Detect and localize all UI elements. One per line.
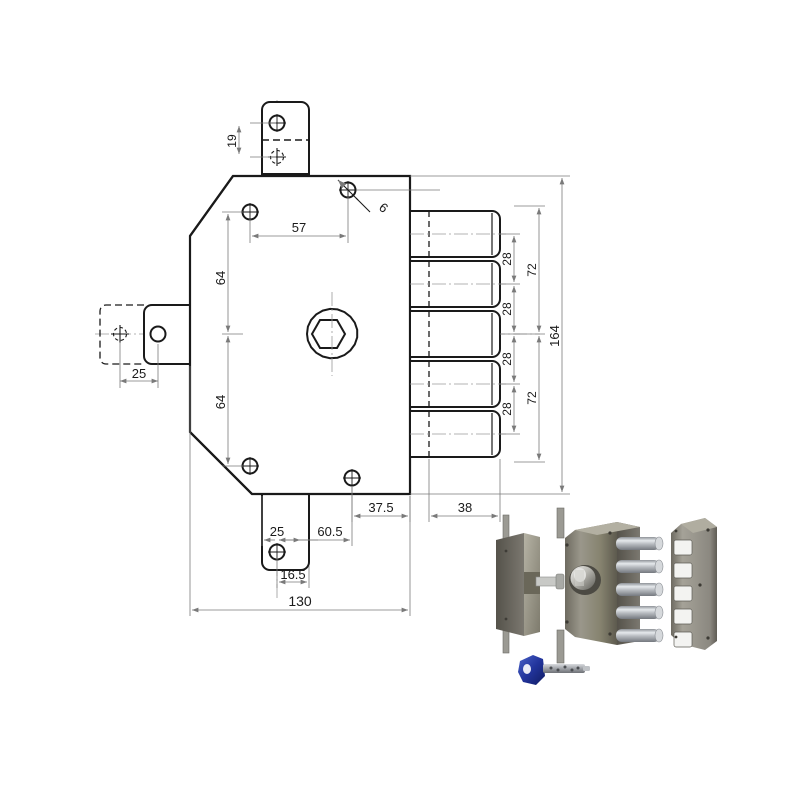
dim-bolt-pitches: 28 28 28 28: [500, 233, 520, 435]
left-plate-side: [496, 533, 524, 636]
strike-plate: [671, 518, 717, 650]
bottom-mounting-tab: [261, 493, 310, 571]
photo-bolt-2: [616, 559, 664, 574]
bolt-1: [409, 210, 506, 258]
key: [518, 655, 590, 685]
bolt-2: [409, 260, 506, 308]
dim-label-25-bottom: 25: [270, 524, 284, 539]
left-tab-fixing-hole: [149, 325, 167, 343]
dim-label-130: 130: [288, 593, 312, 609]
hex-cam-opening: [310, 319, 347, 349]
dim-label-37-5: 37.5: [368, 500, 393, 515]
dim-label-72-lower: 72: [525, 391, 539, 405]
bolt-4: [409, 360, 506, 408]
photo-bolt-1: [616, 536, 664, 551]
dim-bolt-groups: 72 72: [514, 205, 545, 463]
dim-64-lower: 64: [213, 336, 243, 467]
bolt-5: [409, 410, 506, 458]
dim-label-28-b: 28: [500, 302, 514, 316]
photo-bolt-3: [616, 582, 664, 597]
dim-label-72-upper: 72: [525, 263, 539, 277]
dim-16-5: 16.5: [276, 558, 310, 588]
strike-slots: [673, 539, 693, 648]
product-photo: [496, 507, 717, 685]
dim-label-19: 19: [225, 134, 239, 148]
left-tab-centermark: [111, 325, 129, 343]
body-tab-top: [556, 507, 565, 539]
photo-bolt-group: [616, 536, 664, 643]
dim-60-5: 60.5: [279, 486, 353, 546]
dim-label-16-5: 16.5: [280, 567, 305, 582]
dim-label-25-left: 25: [132, 366, 146, 381]
dim-label-64-lower: 64: [213, 395, 228, 409]
key-bow-hole: [523, 664, 531, 674]
strike-plate-body: [671, 518, 717, 650]
key-bow: [518, 655, 545, 685]
photo-bolt-5: [616, 628, 664, 643]
orthographic-view: 19 25: [95, 100, 570, 616]
key-dimples: [549, 665, 580, 672]
photo-bolt-4: [616, 605, 664, 620]
dim-top-tab-height: 19: [225, 122, 276, 158]
dim-164: 164: [410, 175, 570, 495]
key-blade: [543, 664, 585, 673]
dim-57: 57: [249, 197, 349, 243]
dim-38: 38: [428, 459, 501, 522]
cylinder-rosette: [305, 292, 359, 376]
bolt-3: [409, 310, 501, 358]
dim-label-60-5: 60.5: [317, 524, 342, 539]
dim-left-tab-width: 25: [119, 342, 159, 388]
dim-label-57: 57: [292, 220, 306, 235]
dim-130: 130: [189, 366, 411, 616]
dim-label-38: 38: [458, 500, 472, 515]
connecting-spindle: [535, 576, 559, 587]
dim-label-64-upper: 64: [213, 271, 228, 285]
dim-label-28-c: 28: [500, 352, 514, 366]
dim-64-upper: 64: [213, 211, 243, 335]
left-cover-plate: [496, 514, 565, 654]
left-tab-phantom-outline: [99, 304, 144, 365]
dim-label-28-d: 28: [500, 402, 514, 416]
bolt-group: [409, 210, 506, 458]
dim-label-164: 164: [547, 325, 562, 347]
body-top-chamfer: [575, 522, 640, 535]
dim-label-28-a: 28: [500, 252, 514, 266]
top-mounting-tab: [261, 101, 310, 175]
left-mounting-tab: [99, 304, 191, 365]
body-tab-bottom: [556, 629, 565, 664]
